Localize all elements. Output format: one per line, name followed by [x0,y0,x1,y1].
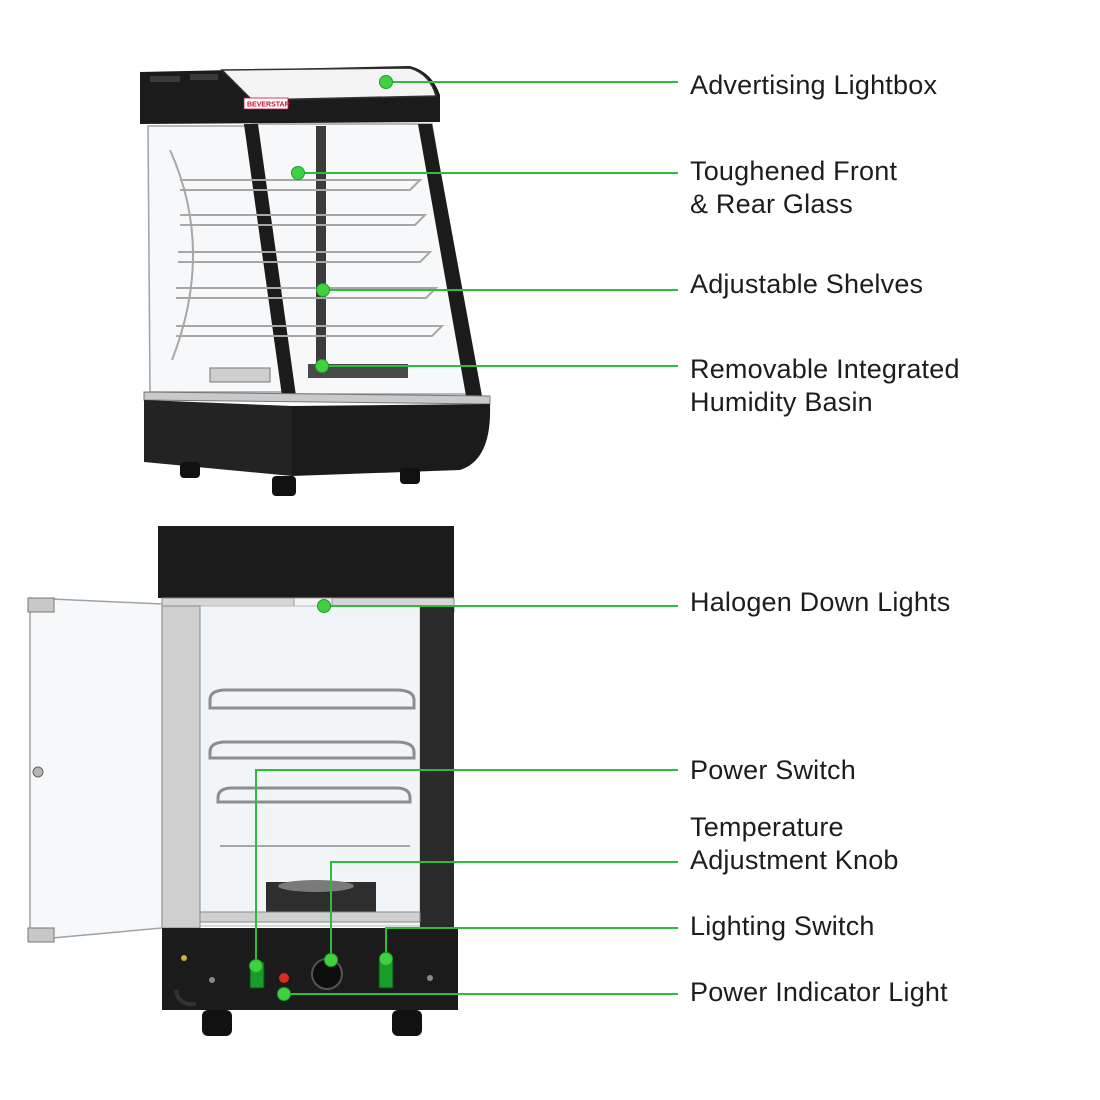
indicator-lamp [279,973,289,983]
foot [202,1010,232,1036]
glass-reflection [169,149,194,361]
power-cord [174,989,197,1007]
label-adjustable-shelves: Adjustable Shelves [690,268,923,301]
label-line: & Rear Glass [690,189,853,219]
base-side [144,400,292,476]
brand-logo-text: BEVERSTAR [247,102,290,109]
right-post [420,606,454,928]
label-line: Power Switch [690,755,856,785]
back-glass [199,605,421,927]
shelf [216,786,412,804]
label-power-switch: Power Switch [690,754,856,787]
foot [392,1010,422,1036]
leader-line [330,861,678,960]
shelf [208,740,416,760]
panel-screw [427,975,433,981]
label-line: Lighting Switch [690,911,875,941]
callout-dot [315,359,329,373]
panel-screw [181,955,187,961]
top-hood [158,526,454,598]
basin-shelf [199,911,421,923]
callout-dot [379,952,393,966]
label-line: Halogen Down Lights [690,587,951,617]
label-line: Advertising Lightbox [690,70,938,100]
shelf [176,325,445,337]
label-line: Adjustment Knob [690,845,899,875]
callout-dot [249,959,263,973]
label-temperature-knob: Temperature Adjustment Knob [690,811,899,877]
label-line: Adjustable Shelves [690,269,924,299]
lightbox-panel [220,67,437,101]
shelf [178,251,433,263]
callout-dot [277,987,291,1001]
label-power-indicator-light: Power Indicator Light [690,976,948,1009]
shelf [176,287,439,299]
panel-screw [209,977,215,983]
shelf [180,179,423,191]
label-line: Toughened Front [690,156,898,186]
door-handle [32,766,44,778]
basin-side [209,367,271,383]
basin-rim [278,880,354,892]
canopy-vent [190,74,218,80]
callout-dot [379,75,393,89]
label-humidity-basin: Removable Integrated Humidity Basin [690,353,960,419]
label-advertising-lightbox: Advertising Lightbox [690,69,937,102]
shelf [180,214,428,226]
foot [272,476,296,496]
front-corner-post [244,124,296,396]
label-line: Removable Integrated [690,354,960,384]
brand-logo [243,97,289,110]
label-line: Power Indicator Light [690,977,948,1007]
humidity-basin-tray [308,364,408,378]
leader-line [385,927,678,959]
callout-leaders [249,75,678,1001]
control-panel [162,928,458,1010]
door-hinge-top [27,597,55,613]
foot [400,468,420,484]
left-post [161,605,201,929]
bottom-warmer-unit [27,526,458,1036]
label-halogen-down-lights: Halogen Down Lights [690,586,950,619]
shelf [208,688,416,710]
door-hinge-bottom [27,927,55,943]
callout-dot [324,953,338,967]
leader-line [255,769,678,966]
label-line: Temperature [690,812,844,842]
callout-dot [291,166,305,180]
base-front [292,404,491,476]
right-corner-post [418,124,482,396]
top-warmer-unit: BEVERSTAR [140,66,491,496]
label-line: Humidity Basin [690,387,873,417]
callout-dot [317,599,331,613]
canopy-vent [150,76,180,82]
open-door-glass [29,597,163,941]
foot [180,462,200,478]
label-toughened-glass: Toughened Front & Rear Glass [690,155,897,221]
label-lighting-switch: Lighting Switch [690,910,875,943]
callout-dot [316,283,330,297]
